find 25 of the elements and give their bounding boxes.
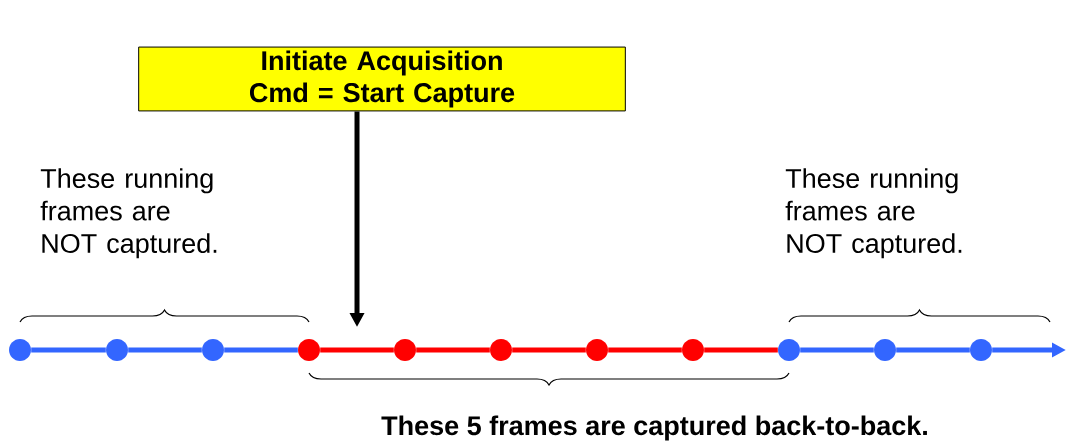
frame-dot <box>586 339 608 361</box>
timeline-segment <box>320 347 394 353</box>
frame-dot <box>9 339 31 361</box>
frame-dot <box>778 339 800 361</box>
timeline-segment <box>800 347 874 353</box>
frame-dot <box>682 339 704 361</box>
timeline-segment <box>224 347 298 353</box>
frame-dot <box>490 339 512 361</box>
timeline-segment <box>704 347 778 353</box>
frame-dot <box>298 339 320 361</box>
timeline-segment <box>31 347 106 353</box>
timeline-segment <box>128 347 202 353</box>
timeline-segment <box>608 347 682 353</box>
frame-dot <box>106 339 128 361</box>
frame-dot <box>202 339 224 361</box>
note-text: These running frames are NOT captured. <box>40 168 217 259</box>
timeline-segment <box>896 347 970 353</box>
note-text: These running frames are NOT captured. <box>785 168 962 259</box>
timeline-segment <box>416 347 490 353</box>
frame-dot <box>874 339 896 361</box>
frame-dot <box>970 339 992 361</box>
frame-dot <box>394 339 416 361</box>
timeline-segment <box>512 347 586 353</box>
caption-text: These 5 frames are captured back-to-back. <box>381 415 927 441</box>
command-box: Initiate Acquisition Cmd = Start Capture <box>138 46 626 112</box>
